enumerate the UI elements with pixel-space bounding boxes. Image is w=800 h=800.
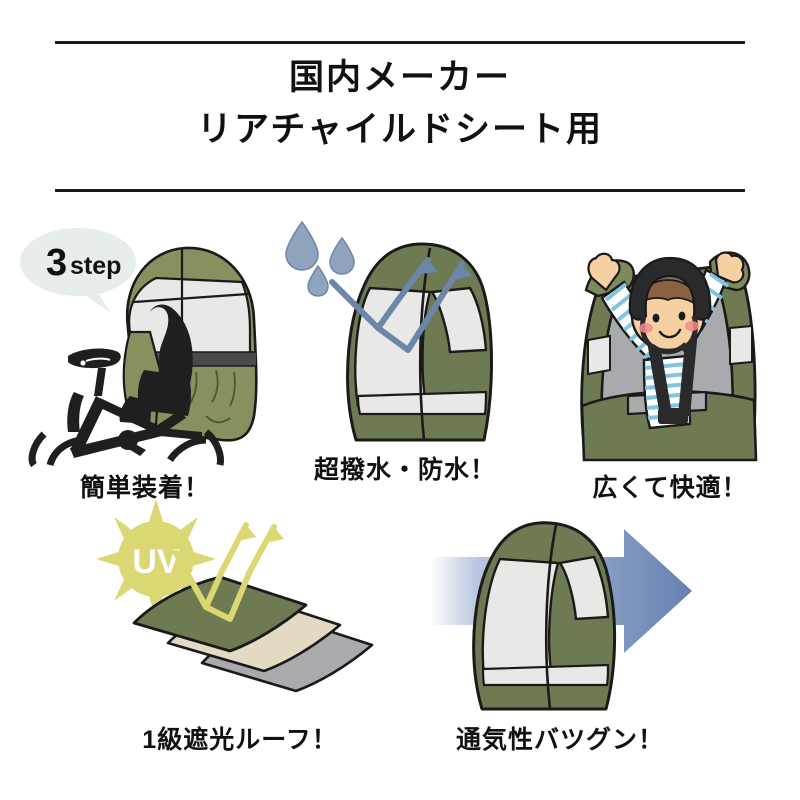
feature-caption-uv-roof: 1級遮光ルーフ！	[142, 726, 338, 754]
header-rule-top	[55, 41, 745, 44]
svg-text:step: step	[70, 252, 121, 280]
svg-text:3: 3	[46, 242, 67, 284]
feature-caption-roomy: 広くて快適！	[592, 474, 748, 502]
child-in-seat-icon	[580, 251, 758, 462]
title-line-2: リアチャイルドシート用	[197, 110, 603, 150]
feature-card-breathable: 通気性バツグン！	[410, 495, 710, 775]
title-line-1: 国内メーカー	[288, 58, 511, 97]
feature-card-easy-mount: 3 step 簡単装着！	[10, 220, 280, 510]
water-repellent-seat-icon	[285, 220, 493, 442]
feature-caption-breathable: 通気性バツグン！	[455, 726, 664, 754]
feature-card-waterproof: 超撥水・防水！	[280, 200, 530, 510]
uv-blackout-layers-icon: UV	[96, 499, 374, 693]
poster-header: 国内メーカー リアチャイルドシート用	[0, 0, 800, 200]
uv-sun-icon: UV	[96, 499, 216, 619]
bicycle-with-child-seat-cover-icon: 3 step	[20, 228, 258, 468]
feature-card-uv-roof: UV 1級遮光ルーフ！	[90, 495, 390, 775]
step-badge: 3 step	[20, 228, 136, 312]
header-rule-bottom	[55, 189, 745, 192]
feature-grid: 3 step 簡単装着！	[0, 200, 800, 800]
feature-caption-easy-mount: 簡単装着！	[79, 474, 210, 502]
page-title: 国内メーカー リアチャイルドシート用	[0, 55, 800, 153]
airflow-through-seat-icon	[430, 521, 692, 711]
uv-badge-label: UV	[132, 543, 180, 581]
feature-caption-waterproof: 超撥水・防水！	[313, 456, 496, 484]
feature-card-roomy: 広くて快適！	[540, 220, 800, 510]
